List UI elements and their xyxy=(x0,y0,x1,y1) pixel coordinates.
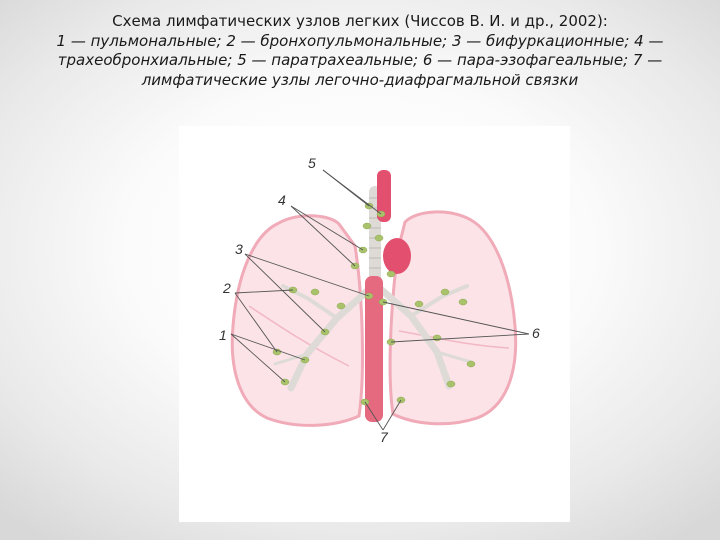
aortic-arch xyxy=(383,238,411,274)
leader-lines xyxy=(230,169,530,431)
label-4: 4 xyxy=(278,192,286,208)
label-6: 6 xyxy=(532,325,540,341)
caption-title: Схема лимфатических узлов легких (Чиссов… xyxy=(112,12,608,30)
fissure-line xyxy=(398,330,510,349)
label-5: 5 xyxy=(308,155,316,171)
label-7: 7 xyxy=(380,429,388,445)
label-3: 3 xyxy=(235,241,243,257)
label-1: 1 xyxy=(219,327,227,343)
label-2: 2 xyxy=(223,280,231,296)
left-lung xyxy=(388,210,518,426)
right-lung xyxy=(230,214,364,427)
aortic-vessel xyxy=(377,170,391,222)
figure-caption: Схема лимфатических узлов легких (Чиссов… xyxy=(40,12,680,90)
lymph-node-diagram: 5 4 3 2 1 6 7 xyxy=(179,126,570,522)
esophagus xyxy=(365,276,383,422)
fissure-line xyxy=(248,305,350,367)
lungs-illustration xyxy=(230,169,530,431)
lymph-nodes xyxy=(272,202,476,406)
caption-legend: 1 — пульмональные; 2 — бронхопульмональн… xyxy=(56,31,664,89)
